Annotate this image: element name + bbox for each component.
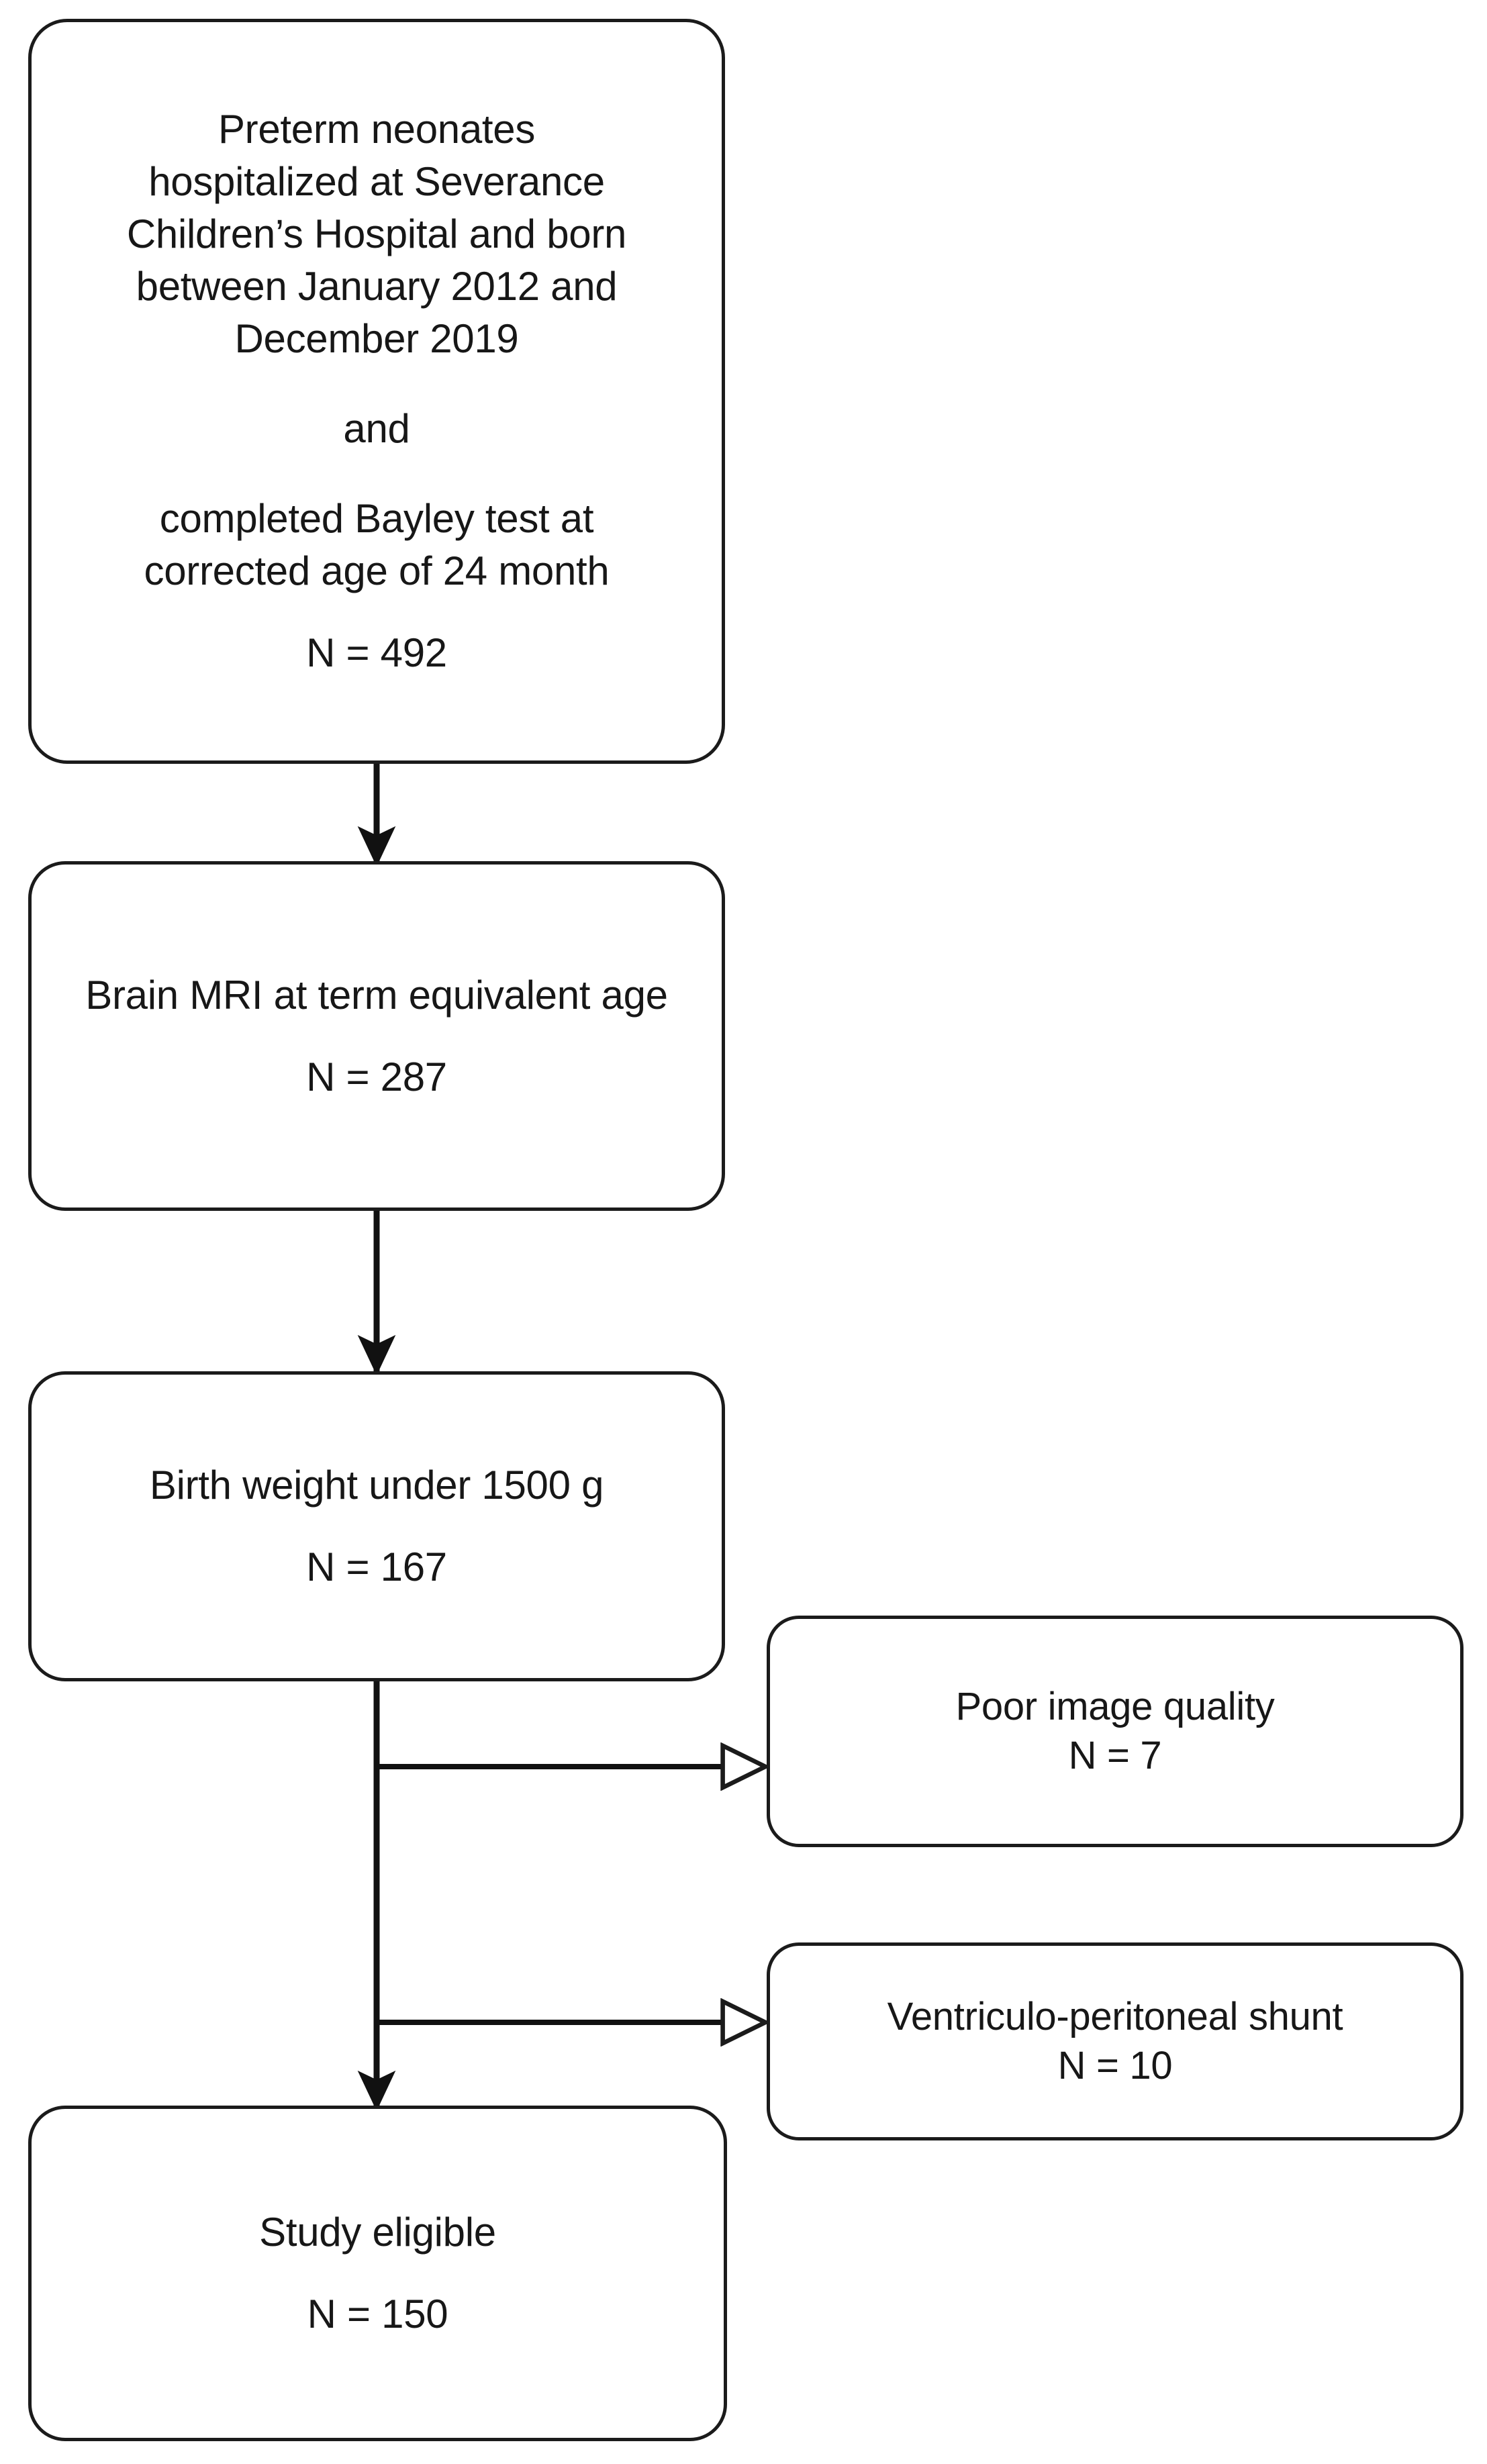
screened-count: N = 492 bbox=[306, 630, 447, 675]
birth-weight-label: Birth weight under 1500 g bbox=[149, 1463, 604, 1508]
screened-line-3: Children’s Hospital and born bbox=[126, 211, 627, 256]
node-excluded-vp-shunt[interactable]: Ventriculo-peritoneal shunt N = 10 bbox=[767, 1942, 1464, 2140]
screened-line-1: Preterm neonates bbox=[218, 107, 536, 152]
birth-weight-count: N = 167 bbox=[306, 1544, 447, 1589]
screened-line-2: hospitalized at Severance bbox=[148, 159, 605, 204]
screened-line-6: completed Bayley test at bbox=[159, 496, 594, 541]
excluded-shunt-count: N = 10 bbox=[1057, 2043, 1173, 2087]
node-study-eligible[interactable]: Study eligible N = 150 bbox=[28, 2106, 727, 2441]
excluded-shunt-label: Ventriculo-peritoneal shunt bbox=[887, 1995, 1343, 2038]
eligible-label: Study eligible bbox=[259, 2210, 496, 2255]
screened-line-4: between January 2012 and bbox=[136, 264, 618, 309]
excluded-quality-label: Poor image quality bbox=[955, 1685, 1275, 1728]
screened-line-7: corrected age of 24 month bbox=[144, 548, 610, 593]
excluded-quality-count: N = 7 bbox=[1068, 1733, 1162, 1777]
screened-conjunction: and bbox=[343, 406, 410, 451]
node-screened-population[interactable]: Preterm neonates hospitalized at Severan… bbox=[28, 19, 725, 764]
mri-label: Brain MRI at term equivalent age bbox=[85, 972, 668, 1018]
node-excluded-poor-image-quality[interactable]: Poor image quality N = 7 bbox=[767, 1616, 1464, 1847]
mri-count: N = 287 bbox=[306, 1054, 447, 1099]
node-birth-weight[interactable]: Birth weight under 1500 g N = 167 bbox=[28, 1371, 725, 1681]
node-brain-mri[interactable]: Brain MRI at term equivalent age N = 287 bbox=[28, 861, 725, 1211]
screened-line-5: December 2019 bbox=[234, 316, 519, 361]
eligible-count: N = 150 bbox=[307, 2291, 448, 2336]
